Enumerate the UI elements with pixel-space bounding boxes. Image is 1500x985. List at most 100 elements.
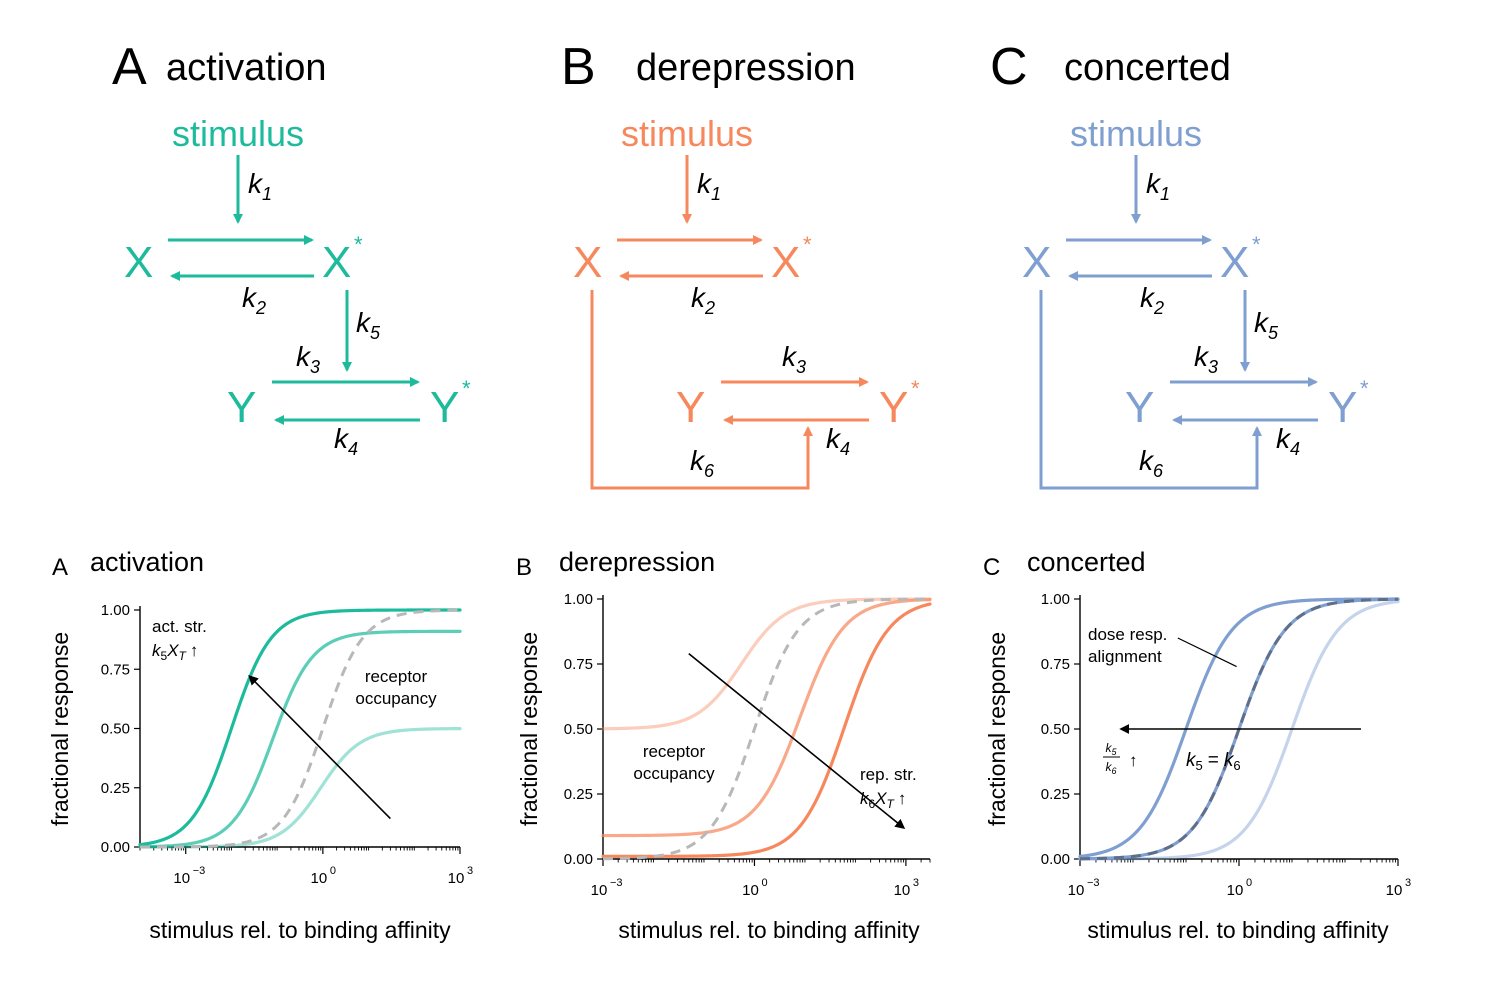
x-tick-exponent: 3 — [913, 877, 919, 889]
chart-letter: A — [52, 554, 68, 581]
y-axis-label: fractional response — [516, 632, 542, 826]
x-tick-exponent: 0 — [761, 877, 767, 889]
series-line — [138, 629, 462, 849]
y-tick-label: 0.25 — [101, 780, 130, 797]
x-label: X — [1022, 238, 1051, 287]
k2-label: k2 — [691, 282, 715, 318]
y-star-label: Y — [430, 383, 459, 432]
x-tick-label: 10 — [311, 870, 328, 887]
chart-letter: B — [516, 554, 532, 581]
scheme-title: derepression — [636, 47, 856, 89]
k1-label: k1 — [1146, 168, 1170, 204]
scheme-activation: A activation stimulus X X * Y Y * k1 k2 … — [112, 38, 471, 459]
y-tick-label: 0.25 — [564, 786, 593, 803]
y-label: Y — [676, 383, 705, 432]
x-tick-exponent: 0 — [1246, 877, 1252, 889]
x-tick-label: 10 — [591, 882, 608, 899]
chart-activation: A activation fractional response stimulu… — [47, 547, 473, 943]
y-tick-label: 1.00 — [1041, 591, 1070, 608]
scheme-title: activation — [166, 47, 327, 89]
stimulus-label: stimulus — [621, 113, 753, 154]
occupancy-label-line1: receptor — [643, 742, 706, 761]
k2-label: k2 — [242, 282, 266, 318]
x-tick-label: 10 — [742, 882, 759, 899]
scheme-letter: A — [112, 38, 147, 96]
x-tick-exponent: 3 — [1405, 877, 1411, 889]
x-tick-label: 10 — [173, 870, 190, 887]
chart-title: concerted — [1027, 547, 1146, 577]
pointer-line — [1177, 637, 1237, 668]
x-star-mark: * — [354, 232, 363, 257]
k3-label: k3 — [782, 341, 806, 377]
scheme-concerted: C concerted stimulus X X * Y Y * k1 k2 k… — [990, 38, 1369, 490]
series-line — [138, 608, 462, 847]
y-star-mark: * — [911, 376, 920, 401]
scheme-title: concerted — [1064, 47, 1231, 89]
occupancy-label-line1: receptor — [365, 667, 428, 686]
y-tick-label: 1.00 — [101, 602, 130, 619]
x-star-label: X — [322, 238, 351, 287]
stimulus-label: stimulus — [172, 113, 304, 154]
x-star-label: X — [1220, 238, 1249, 287]
x-star-label: X — [771, 238, 800, 287]
equality-label: k5=k6 — [1186, 750, 1241, 773]
x-tick-exponent: −3 — [193, 865, 206, 877]
k1-label: k1 — [248, 168, 272, 204]
x-tick-exponent: −3 — [1087, 877, 1100, 889]
series-line — [601, 602, 932, 858]
y-tick-label: 0.50 — [1041, 721, 1070, 738]
k6-loop-arrow — [590, 290, 813, 490]
y-tick-label: 0.75 — [1041, 656, 1070, 673]
k4-label: k4 — [826, 423, 850, 459]
svg-text:↑: ↑ — [1129, 751, 1138, 770]
alignment-label-line1: dose resp. — [1088, 625, 1167, 644]
k6-loop-arrow — [1039, 290, 1262, 490]
y-tick-label: 0.00 — [101, 839, 130, 856]
y-tick-label: 0.75 — [101, 661, 130, 678]
strength-label-line1: act. str. — [152, 617, 207, 636]
x-axis-label: stimulus rel. to binding affinity — [1087, 917, 1389, 943]
x-tick-label: 10 — [1227, 882, 1244, 899]
svg-text:k6: k6 — [1105, 760, 1116, 776]
y-tick-label: 0.50 — [564, 721, 593, 738]
k6-label: k6 — [690, 445, 715, 481]
x-label: X — [124, 238, 153, 287]
k2-label: k2 — [1140, 282, 1164, 318]
k3-label: k3 — [296, 341, 320, 377]
y-tick-label: 0.00 — [564, 851, 593, 868]
k5-label: k5 — [356, 307, 381, 343]
y-axis-label: fractional response — [984, 632, 1010, 826]
chart-title: activation — [90, 547, 204, 577]
y-star-label: Y — [1328, 383, 1357, 432]
y-label: Y — [1125, 383, 1154, 432]
x-star-mark: * — [803, 232, 812, 257]
y-tick-label: 0.50 — [101, 721, 130, 738]
strength-label-line2: k5XT↑ — [152, 641, 198, 663]
scheme-letter: C — [990, 38, 1028, 96]
trend-arrow — [248, 674, 391, 820]
y-tick-label: 0.00 — [1041, 851, 1070, 868]
y-star-mark: * — [462, 376, 471, 401]
k3-label: k3 — [1194, 341, 1218, 377]
series-line-dashed — [602, 597, 931, 861]
x-tick-label: 10 — [448, 870, 465, 887]
x-label: X — [573, 238, 602, 287]
series-line — [601, 597, 932, 731]
scheme-derepression: B derepression stimulus X X * Y Y * k1 k… — [561, 38, 920, 490]
y-star-label: Y — [879, 383, 908, 432]
chart-letter: C — [983, 554, 1000, 581]
svg-text:k5: k5 — [1105, 741, 1117, 757]
y-tick-label: 0.25 — [1041, 786, 1070, 803]
x-tick-label: 10 — [1386, 882, 1403, 899]
k1-label: k1 — [697, 168, 721, 204]
series-line — [1078, 599, 1400, 861]
k4-label: k4 — [334, 423, 358, 459]
x-tick-exponent: 3 — [467, 865, 473, 877]
x-axis-label: stimulus rel. to binding affinity — [149, 917, 451, 943]
alignment-label-line2: alignment — [1088, 647, 1162, 666]
stimulus-label: stimulus — [1070, 113, 1202, 154]
x-tick-label: 10 — [1068, 882, 1085, 899]
k5-label: k5 — [1254, 307, 1279, 343]
y-star-mark: * — [1360, 376, 1369, 401]
